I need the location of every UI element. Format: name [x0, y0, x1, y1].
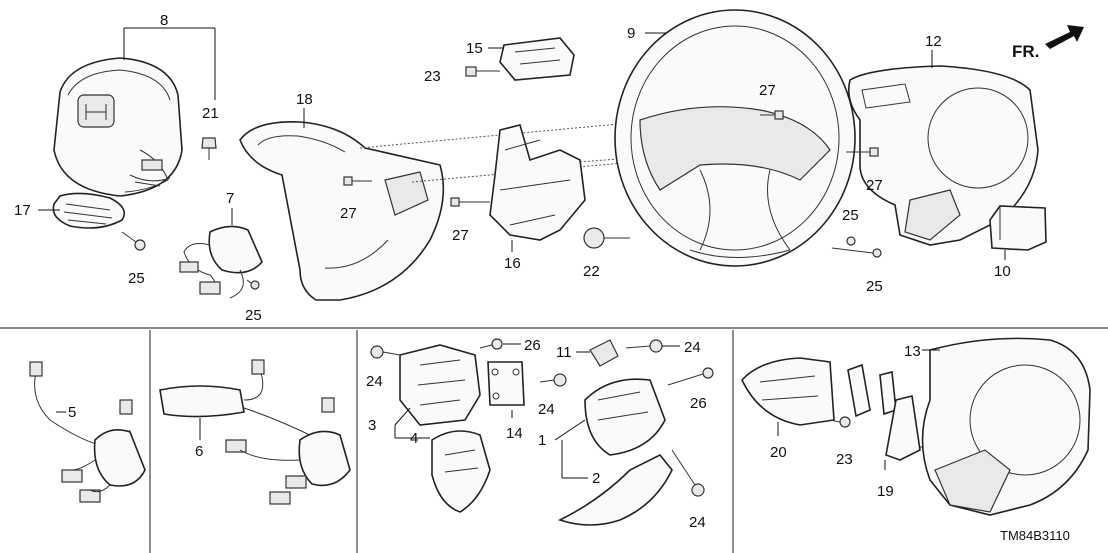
callout-8: 8	[160, 12, 168, 29]
part-screw-27b	[450, 197, 490, 207]
part-switch-assembly-3	[399, 344, 481, 426]
part-clip-10	[989, 205, 1047, 251]
callout-25c: 25	[842, 207, 859, 224]
part-screw-27c	[760, 110, 784, 120]
callout-24b: 24	[538, 401, 555, 418]
callout-27c: 27	[759, 82, 776, 99]
front-arrow-icon	[1045, 25, 1084, 49]
callout-21: 21	[202, 105, 219, 122]
part-frame-16	[489, 124, 586, 241]
callout-27b: 27	[452, 227, 469, 244]
part-screw-27d	[846, 147, 879, 157]
part-screw-25b	[246, 279, 260, 290]
part-switch-17	[52, 192, 126, 229]
callout-25d: 25	[866, 278, 883, 295]
callout-6: 6	[195, 443, 203, 460]
part-airbag-module	[53, 57, 183, 197]
callout-25a: 25	[128, 270, 145, 287]
callout-20: 20	[770, 444, 787, 461]
callout-17: 17	[14, 202, 31, 219]
callout-4: 4	[410, 430, 418, 447]
part-screw-26b	[667, 367, 714, 386]
part-screw-27a	[343, 176, 372, 186]
callout-14: 14	[506, 425, 523, 442]
part-screw-25c	[831, 236, 882, 258]
callout-13: 13	[904, 343, 921, 360]
callout-15: 15	[466, 40, 483, 57]
part-screw-25a	[121, 231, 146, 251]
part-bracket-11	[589, 339, 619, 367]
part-bracket-15	[499, 37, 575, 81]
callout-19: 19	[877, 483, 894, 500]
callout-24a: 24	[366, 373, 383, 390]
callout-22: 22	[583, 263, 600, 280]
callout-16: 16	[504, 255, 521, 272]
part-clip-19	[847, 363, 921, 461]
part-screw-24a	[370, 345, 401, 359]
part-harness-5	[29, 361, 146, 503]
part-steering-wheel-9	[614, 9, 856, 267]
part-switch-cover-2	[557, 453, 673, 526]
callout-5: 5	[68, 404, 76, 421]
callout-12: 12	[925, 33, 942, 50]
callout-10: 10	[994, 263, 1011, 280]
callout-25b: 25	[245, 307, 262, 324]
diagram-code: TM84B3110	[1000, 528, 1070, 543]
part-screw-24c	[625, 339, 663, 353]
callout-27d: 27	[866, 177, 883, 194]
part-lower-cover-18	[239, 121, 445, 301]
callout-2: 2	[592, 470, 600, 487]
callout-11: 11	[556, 344, 572, 361]
callout-27a: 27	[340, 205, 357, 222]
callout-3: 3	[368, 417, 376, 434]
callout-24d: 24	[689, 514, 706, 531]
front-label: FR.	[1012, 42, 1039, 61]
part-bolt-22	[583, 227, 630, 249]
part-screw-24b	[539, 373, 567, 387]
part-rear-cover-13	[921, 337, 1091, 516]
callout-24c: 24	[684, 339, 701, 356]
callout-18: 18	[296, 91, 313, 108]
part-bolt-21	[201, 137, 217, 160]
part-switch-harness-7	[179, 225, 263, 299]
part-harness-6	[159, 359, 351, 505]
part-bracket-14	[487, 361, 525, 406]
callout-1: 1	[538, 432, 546, 449]
callout-23b: 23	[836, 451, 853, 468]
part-bolt-23b	[829, 416, 851, 428]
part-switch-assembly-1	[584, 378, 666, 456]
part-screw-26a	[479, 338, 503, 350]
callout-23a: 23	[424, 68, 441, 85]
callout-7: 7	[226, 190, 234, 207]
callout-9: 9	[627, 25, 635, 42]
part-rear-cover-12	[847, 65, 1039, 246]
front-direction-marker: FR.	[1012, 25, 1084, 61]
part-screw-24d	[671, 449, 705, 497]
callout-26b: 26	[690, 395, 707, 412]
part-bolt-23a	[465, 66, 500, 77]
callout-26a: 26	[524, 337, 541, 354]
part-switch-cover-4	[431, 430, 491, 513]
part-bracket-20	[741, 357, 835, 426]
